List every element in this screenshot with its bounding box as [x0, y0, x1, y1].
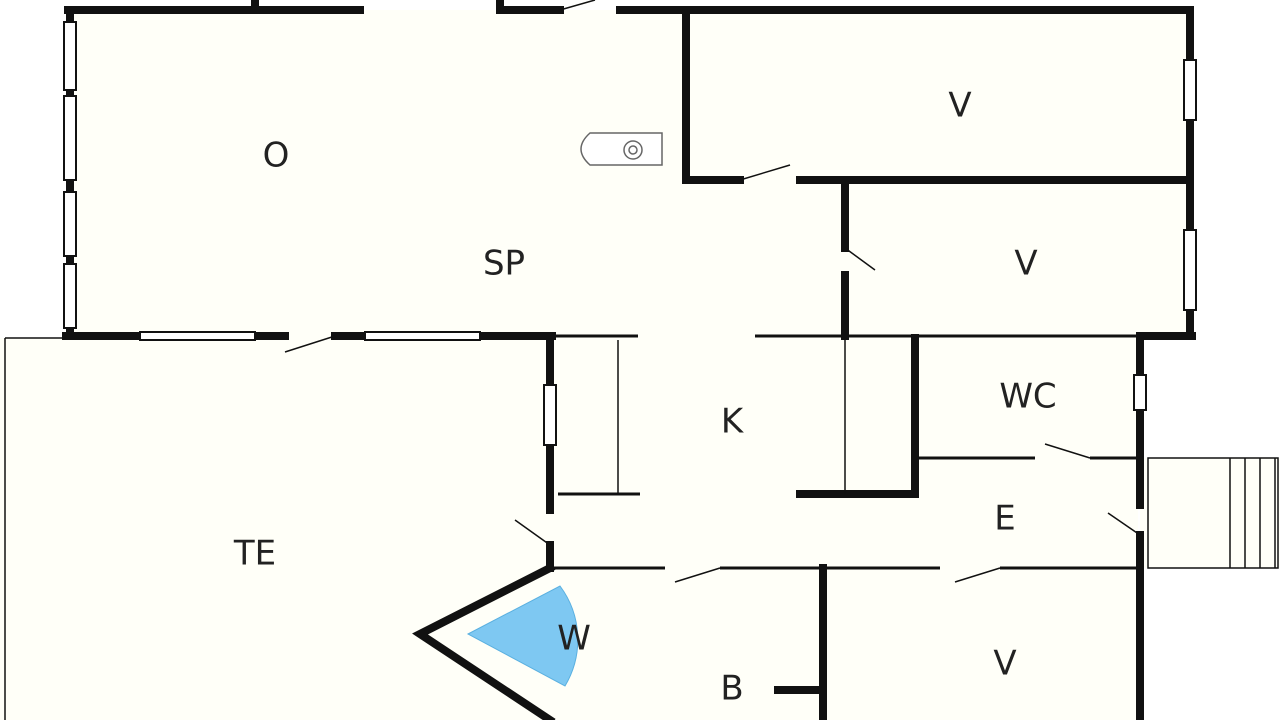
windows: [63, 21, 1197, 446]
room-label-b: B: [720, 669, 743, 709]
kitchen-counters: [558, 340, 846, 496]
doors: [284, 0, 1141, 583]
room-labels: O SP V V K WC E TE W B V: [233, 86, 1057, 709]
room-label-te: TE: [233, 534, 276, 574]
toilet-icon: [580, 132, 663, 166]
room-label-v1: V: [948, 86, 971, 126]
room-label-v2: V: [1014, 244, 1037, 284]
room-label-sp: SP: [483, 244, 525, 284]
room-label-k: K: [721, 402, 745, 442]
whirlpool-icon: [466, 585, 579, 687]
room-label-e: E: [994, 499, 1015, 539]
room-label-v3: V: [993, 644, 1016, 684]
room-label-wc: WC: [999, 377, 1056, 417]
floor-areas: [0, 10, 1280, 720]
room-label-w: W: [557, 619, 591, 659]
room-label-o: O: [263, 136, 290, 176]
stairs-icon: [1147, 457, 1279, 569]
